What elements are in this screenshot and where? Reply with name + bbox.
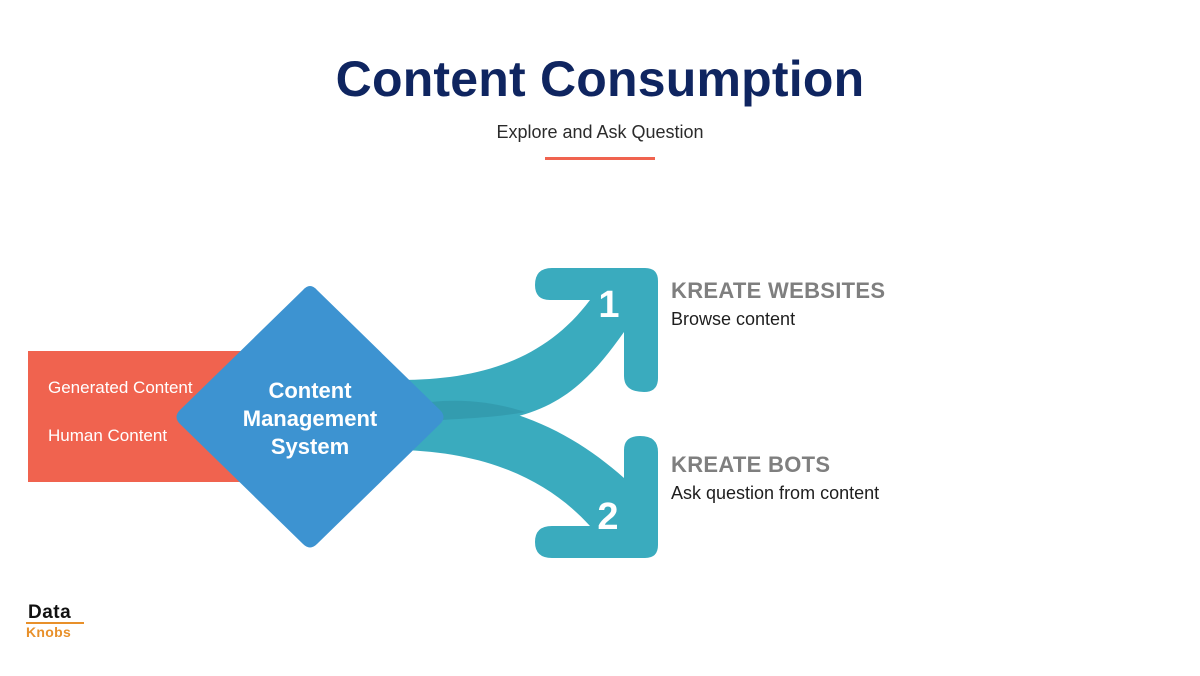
- cms-label: Content Management System: [215, 377, 405, 461]
- cms-label-line: Content: [268, 378, 352, 403]
- output-number-2: 2: [597, 496, 619, 538]
- data-knobs-logo: Data Knobs: [26, 602, 88, 642]
- arrow-to-websites: [400, 268, 658, 440]
- logo-wordmark-top: Data: [28, 602, 72, 623]
- page-subtitle: Explore and Ask Question: [496, 122, 704, 142]
- source-item-generated-content: Generated Content: [48, 378, 193, 397]
- output-desc-websites: Browse content: [671, 309, 796, 329]
- cms-label-line: System: [270, 434, 350, 459]
- output-title-bots: KREATE BOTS: [671, 452, 831, 477]
- cms-label-line: Management: [242, 406, 378, 431]
- output-number-1: 1: [598, 284, 620, 326]
- arrow-to-bots: [400, 399, 658, 558]
- page-title: Content Consumption: [335, 51, 865, 107]
- logo-wordmark-bottom: Knobs: [26, 624, 72, 640]
- output-desc-bots: Ask question from content: [671, 483, 880, 503]
- cms-diamond: [176, 286, 444, 548]
- arrow-overlap-shade: [430, 400, 525, 420]
- output-title-websites: KREATE WEBSITES: [671, 278, 886, 303]
- title-underline: [545, 157, 655, 160]
- logo-bar: [26, 622, 84, 624]
- source-item-human-content: Human Content: [48, 426, 168, 445]
